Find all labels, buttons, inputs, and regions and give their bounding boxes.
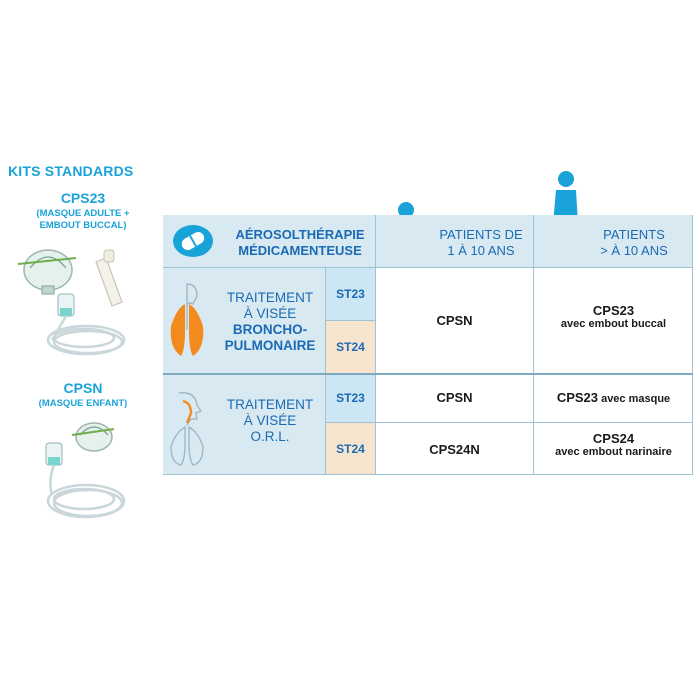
group1-col2-main: CPS23	[592, 303, 635, 318]
face-profile-icon	[170, 392, 204, 466]
standard-kits-panel: KITS STANDARDS CPS23 (MASQUE ADULTE + EM…	[0, 0, 160, 700]
group2-st24: ST24	[326, 423, 375, 475]
group1-col1-value: CPSN	[436, 313, 473, 328]
grid-line	[163, 373, 693, 375]
kit2-name: CPSN	[63, 380, 103, 396]
group1-line1: TRAITEMENT	[226, 290, 314, 305]
header-col-child: PATIENTS DE 1 À 10 ANS	[376, 215, 533, 267]
grid-line	[326, 320, 375, 321]
lungs-icon	[170, 283, 204, 356]
group1-line4: PULMONAIRE	[224, 338, 316, 353]
group2-row1-col2: CPS23 avec masque	[534, 390, 693, 405]
group1-col2-small: avec embout buccal	[560, 318, 667, 330]
group1-col2-value: CPS23 avec embout buccal	[534, 303, 693, 330]
grid-line	[692, 215, 693, 475]
group2-st23: ST23	[326, 375, 375, 422]
header-col1-line1: PATIENTS DE	[439, 227, 523, 242]
treatment-table: AÉROSOLTHÉRAPIE MÉDICAMENTEUSE PATIENTS …	[163, 215, 693, 475]
group2-row2-col1: CPS24N	[429, 442, 480, 457]
group2-row1-col2-main: CPS23	[556, 390, 599, 405]
group2-row2-col2-small: avec embout narinaire	[555, 446, 672, 458]
grid-line	[325, 268, 326, 475]
kit1-name: CPS23	[60, 190, 106, 206]
group2-row1-col1: CPSN	[436, 390, 473, 405]
header-col2-line2: > À 10 ANS	[600, 243, 668, 258]
table-header: AÉROSOLTHÉRAPIE MÉDICAMENTEUSE PATIENTS …	[163, 215, 693, 267]
grid-line	[375, 215, 376, 475]
header-title-line2: MÉDICAMENTEUSE	[238, 243, 362, 258]
grid-line	[326, 422, 693, 423]
nebulizer-mask-icon	[17, 249, 126, 356]
group1-st23: ST23	[326, 268, 375, 320]
tube-coil-icon	[46, 315, 126, 356]
group2-row2-col2: CPS24 avec embout narinaire	[534, 431, 693, 458]
group1-line2: À VISÉE	[243, 306, 297, 321]
tube-coil-icon	[46, 464, 126, 519]
kits-title: KITS STANDARDS	[8, 163, 134, 179]
header-col-adult: PATIENTS > À 10 ANS	[534, 215, 693, 267]
group2-row2-col2-main: CPS24	[592, 431, 635, 446]
pill-icon	[173, 225, 213, 257]
nebulizer-mask-icon	[45, 422, 126, 519]
group2-line3: O.R.L.	[250, 429, 290, 444]
header-title-cell: AÉROSOLTHÉRAPIE MÉDICAMENTEUSE	[163, 215, 375, 267]
group2-line2: À VISÉE	[243, 413, 297, 428]
grid-line	[163, 474, 693, 475]
group2-row1-col2-small: avec masque	[598, 393, 671, 405]
group1-st24: ST24	[326, 321, 375, 373]
header-col2-line1: PATIENTS	[603, 227, 665, 242]
group1-line3: BRONCHO-	[232, 322, 308, 337]
grid-line	[533, 215, 534, 475]
header-col1-line2: 1 À 10 ANS	[447, 243, 515, 258]
kit2-sub1: (MASQUE ENFANT)	[38, 398, 128, 409]
mouthpiece-icon	[95, 249, 123, 307]
kit1-sub1: (MASQUE ADULTE +	[36, 208, 130, 219]
kit1-sub2: EMBOUT BUCCAL)	[39, 220, 127, 231]
grid-line	[163, 267, 693, 268]
group2-line1: TRAITEMENT	[226, 397, 314, 412]
header-title-line1: AÉROSOLTHÉRAPIE	[235, 227, 365, 242]
